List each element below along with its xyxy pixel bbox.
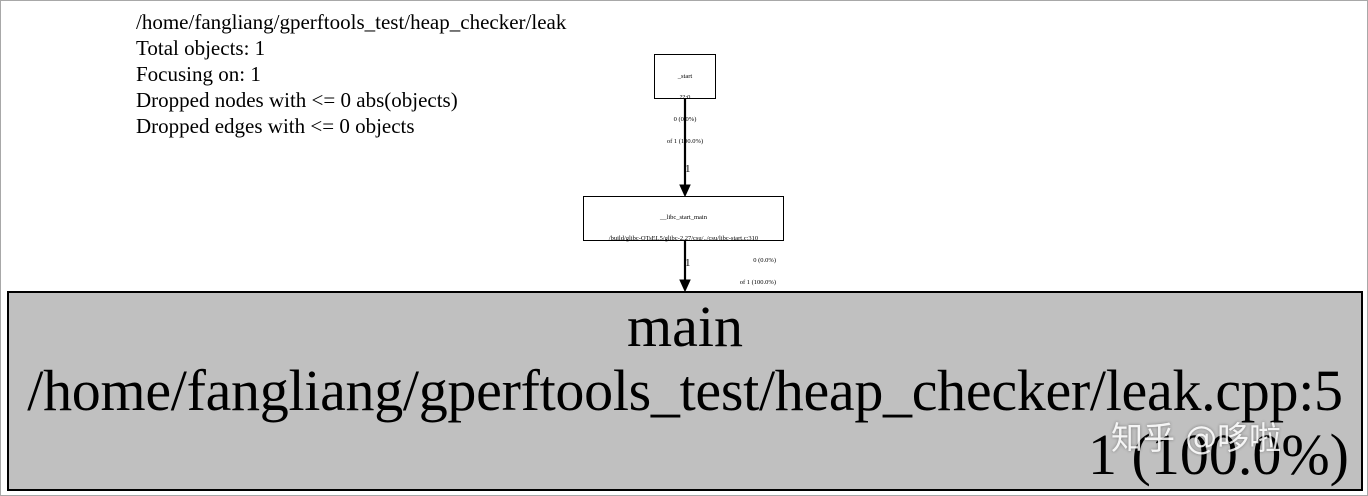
node-main-count: 1 (100.0%) [1088, 422, 1349, 487]
node-libc-cumulative: of 1 (100.0%) [739, 279, 776, 287]
legend-program-path: /home/fangliang/gperftools_test/heap_che… [136, 10, 567, 34]
node-start-flat: 0 (0.0%) [673, 116, 697, 124]
node-main-name: main [627, 294, 743, 359]
edge-label-libc-to-main: 1 [685, 257, 691, 269]
node-main[interactable]: main /home/fangliang/gperftools_test/hea… [7, 291, 1363, 491]
node-libc-start-main[interactable]: __libc_start_main /build/glibc-OTsEL5/gl… [583, 196, 784, 286]
node-start-location: ??:0 [679, 94, 691, 102]
edge-label-start-to-libc: 1 [685, 163, 691, 175]
legend-total-objects: Total objects: 1 [136, 36, 266, 60]
zhihu-watermark: 知乎 @哆啦 [1111, 419, 1282, 457]
graph-legend: /home/fangliang/gperftools_test/heap_che… [136, 9, 566, 139]
legend-dropped-edges: Dropped edges with <= 0 objects [136, 114, 415, 138]
node-main-location: /home/fangliang/gperftools_test/heap_che… [27, 358, 1343, 423]
legend-dropped-nodes: Dropped nodes with <= 0 abs(objects) [136, 88, 458, 112]
legend-focusing-on: Focusing on: 1 [136, 62, 261, 86]
node-libc-flat: 0 (0.0%) [753, 257, 776, 265]
edge-libc-to-main-arrowhead [679, 279, 691, 293]
node-start-name: _start [677, 72, 693, 80]
node-libc-location: /build/glibc-OTsEL5/glibc-2.27/csu/../cs… [608, 235, 759, 243]
node-libc-name: __libc_start_main [660, 213, 707, 221]
node-start-cumulative: of 1 (100.0%) [666, 138, 704, 146]
edge-start-to-libc-arrowhead [679, 184, 691, 198]
node-start[interactable]: _start ??:0 0 (0.0%) of 1 (100.0%) [654, 54, 716, 145]
